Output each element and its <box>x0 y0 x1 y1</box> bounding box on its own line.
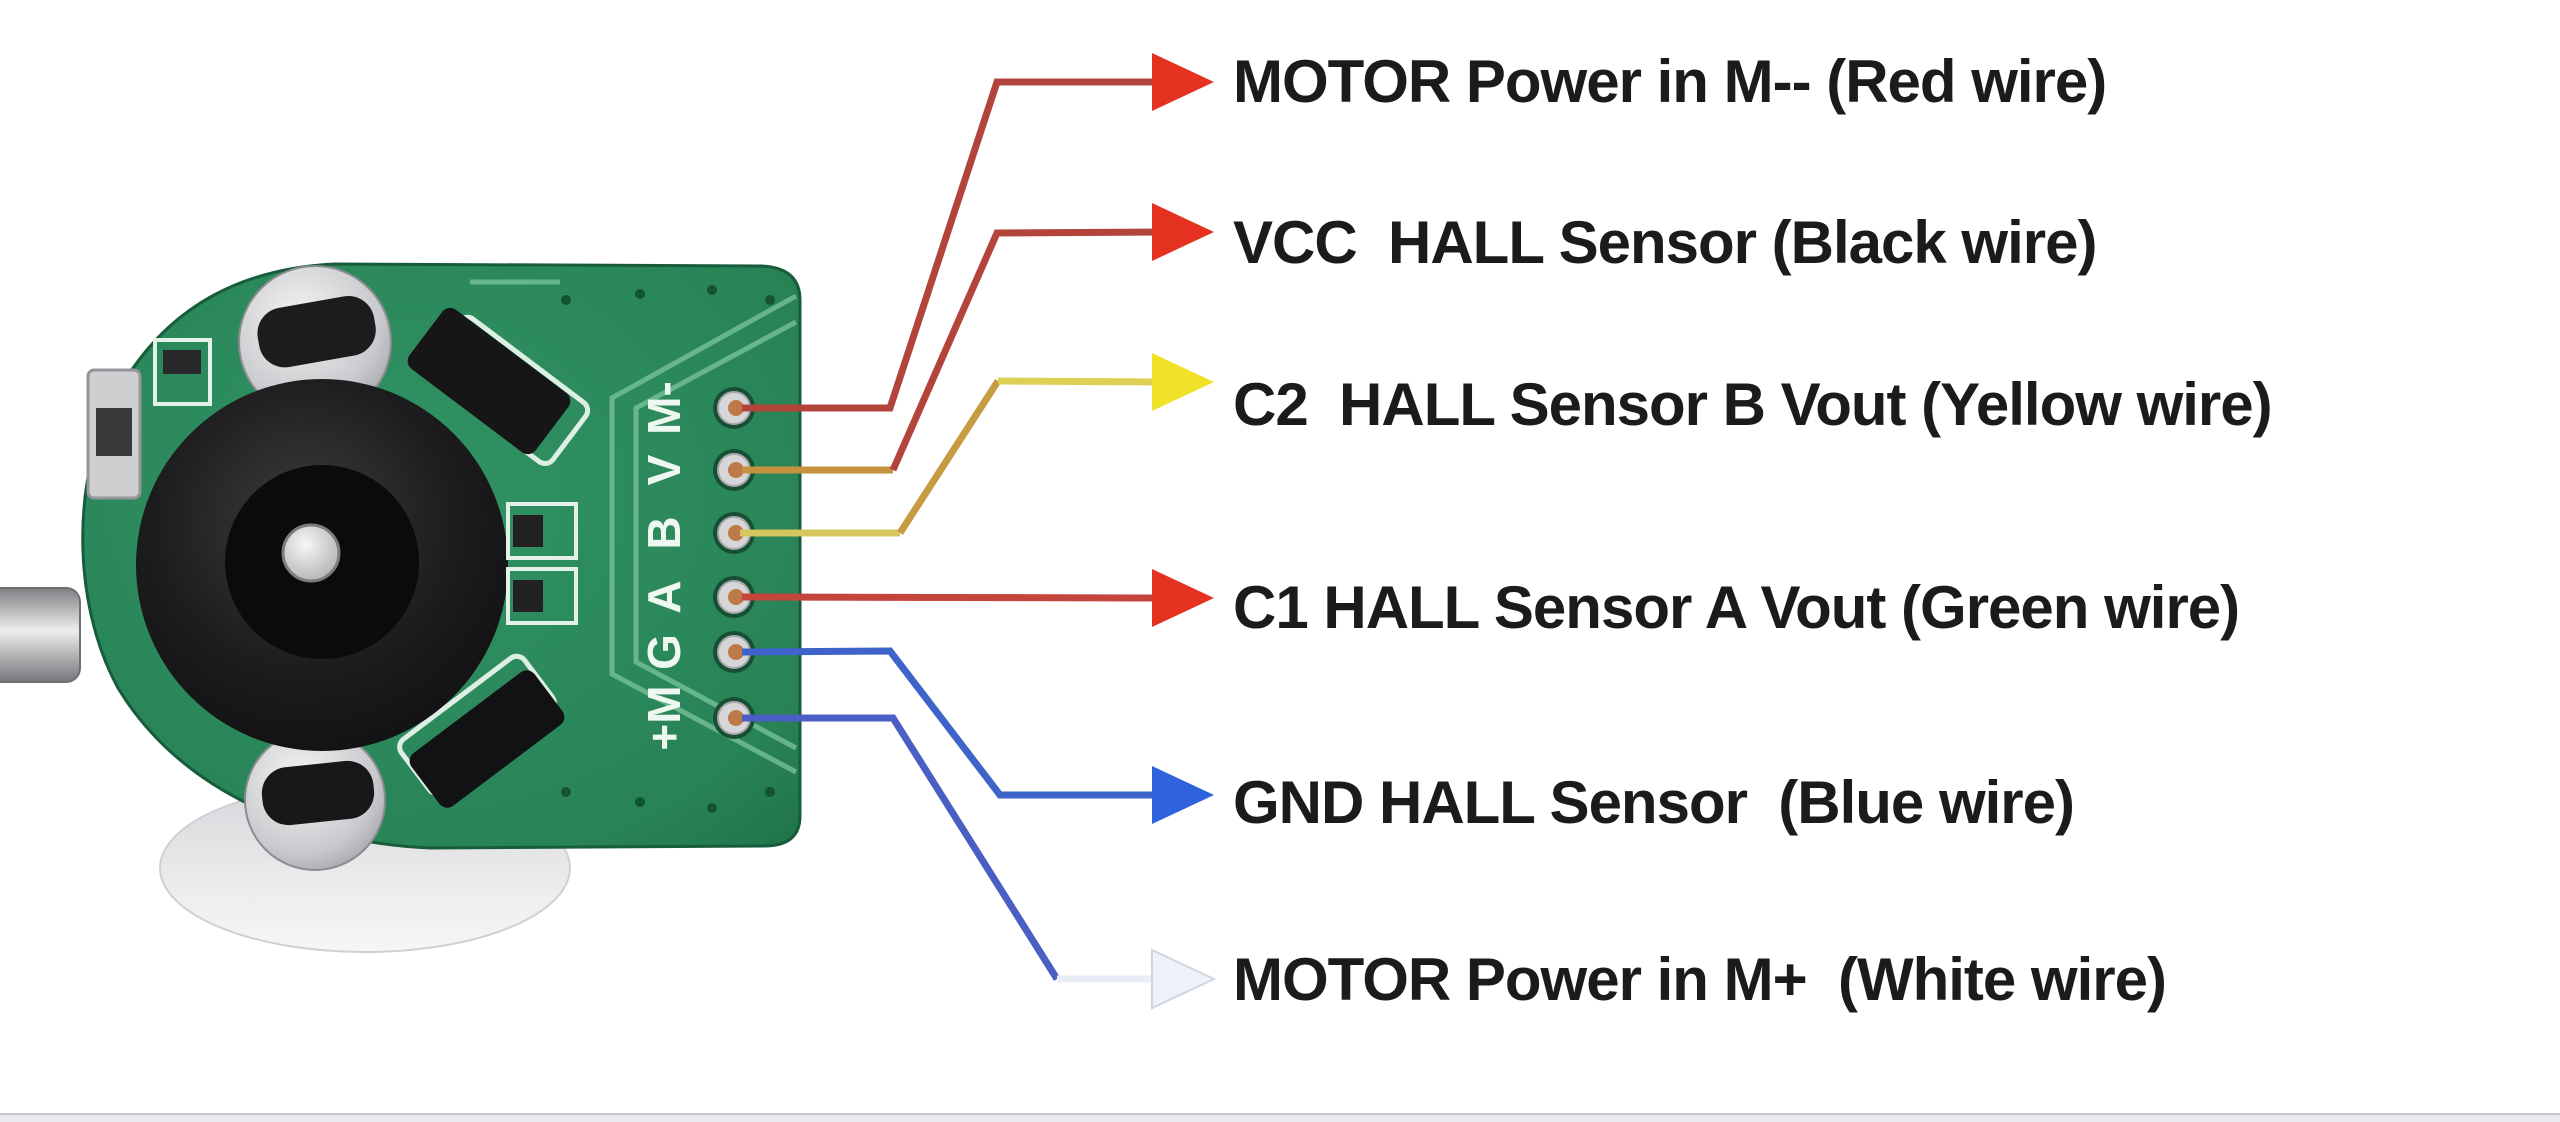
pin-label-M-: M- <box>638 381 690 435</box>
arrowhead-icon-+M <box>1151 948 1217 1010</box>
wire-line-B <box>997 377 1161 386</box>
wire-line-+M <box>742 714 1060 981</box>
wire-label-gnd: GND HALL Sensor (Blue wire) <box>1233 769 2075 836</box>
wire-A <box>741 569 1214 627</box>
wire-G <box>741 647 1214 824</box>
solder-pad-+M <box>713 697 755 739</box>
solder-joint <box>728 462 744 478</box>
arrowhead-icon-M- <box>1152 53 1214 111</box>
pin-label-A: A <box>638 580 690 613</box>
solder-joint <box>728 710 744 726</box>
smd-chip <box>163 350 201 374</box>
pin-label-V: V <box>638 454 690 485</box>
inductor-top-body <box>407 307 571 455</box>
wire-line-V <box>889 228 1161 472</box>
solder-joint <box>728 400 744 416</box>
inductor-top <box>407 307 591 466</box>
wire-B <box>740 353 1214 537</box>
wire-label-c2: C2 HALL Sensor B Vout (Yellow wire) <box>1233 371 2273 438</box>
wire-label-c1: C1 HALL Sensor A Vout (Green wire) <box>1233 574 2240 641</box>
diode-band <box>96 408 132 456</box>
via-dots <box>561 285 775 813</box>
solder-joint <box>728 525 744 541</box>
screw-top-slot <box>257 296 376 368</box>
wire-+M <box>742 714 1217 1010</box>
solder-pad-M- <box>713 387 755 429</box>
wire-label-m-minus: MOTOR Power in M-- (Red wire) <box>1233 48 2107 115</box>
smd-pair <box>506 502 578 625</box>
solder-pad-G <box>713 631 755 673</box>
wire-line-B <box>897 379 1001 535</box>
pin-label-B: B <box>638 516 690 549</box>
screw-bottom-slot <box>261 760 375 826</box>
wire-line-G <box>741 647 1160 799</box>
pin-label-G: G <box>638 634 690 670</box>
solder-pad-B <box>713 512 755 554</box>
motor-shaft-hub <box>281 523 341 583</box>
solder-pads <box>713 387 755 739</box>
inductor-bottom-body <box>409 670 565 808</box>
arrowhead-icon-G <box>1152 766 1214 824</box>
wire-line-M- <box>742 78 1160 412</box>
motor-shaft <box>0 587 81 683</box>
wire-line-A <box>741 593 1161 602</box>
wire-label-m-plus: MOTOR Power in M+ (White wire) <box>1233 946 2167 1013</box>
pin-label-+M: +M <box>638 685 690 750</box>
wire-V <box>742 203 1214 474</box>
wire-M- <box>742 53 1214 412</box>
arrowhead-icon-A <box>1152 569 1214 627</box>
arrowhead-icon-B <box>1152 353 1214 411</box>
solder-joint <box>728 644 744 660</box>
arrowhead-icon-V <box>1152 203 1214 261</box>
wire-leader-lines <box>740 53 1217 1010</box>
solder-pad-V <box>713 449 755 491</box>
solder-pad-A <box>713 576 755 618</box>
wire-label-vcc: VCC HALL Sensor (Black wire) <box>1233 209 2097 276</box>
bottom-divider <box>0 1113 2560 1122</box>
smd-outline-box <box>153 338 212 406</box>
solder-joint <box>728 589 744 605</box>
copper-traces <box>470 279 798 775</box>
inductor-bottom <box>397 653 565 808</box>
